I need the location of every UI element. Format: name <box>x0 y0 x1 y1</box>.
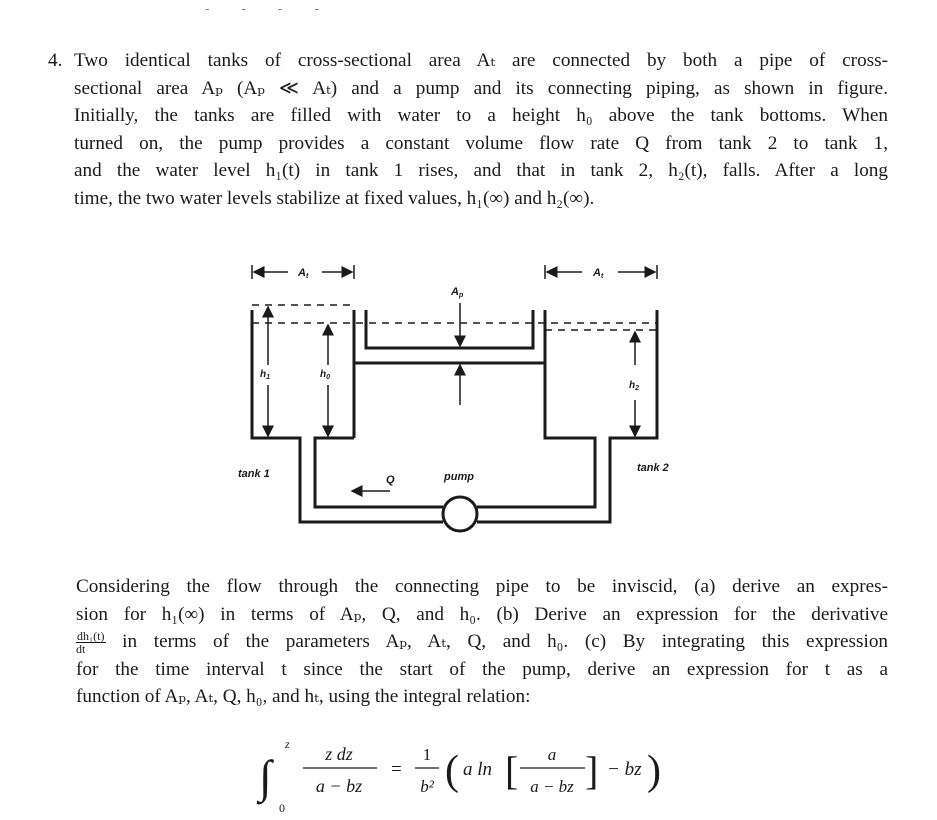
question-line-3: dh₁(t)dt in terms of the parameters Aₚ, … <box>76 629 889 656</box>
problem-line-4: turned on, the pump provides a constant … <box>74 132 888 154</box>
water-levels <box>252 304 657 331</box>
q-label: Q <box>386 474 395 486</box>
coef-denominator: b² <box>420 777 435 796</box>
h1-label: h1 <box>260 369 270 381</box>
left-paren: ( <box>445 748 459 794</box>
h2-label: h2 <box>629 380 639 392</box>
problem-number: 4. <box>48 50 63 71</box>
right-bracket: ] <box>585 748 598 793</box>
problem-line-5: and the water level h₁(t) in tank 1 rise… <box>74 160 888 181</box>
question-line-2: sion for h₁(∞) in terms of Aₚ, Q, and h₀… <box>76 603 888 625</box>
problem-line-3: Initially, the tanks are filled with wat… <box>74 105 888 126</box>
lower-limit: 0 <box>279 801 285 815</box>
integral-equation: ∫ z 0 z dz a − bz = 1 b² ( a ln [ a a − … <box>255 732 685 820</box>
tank-walls <box>250 310 659 524</box>
at-left-label: At <box>297 267 309 280</box>
tank2-label: tank 2 <box>637 462 669 474</box>
header-marks: - - - - <box>205 2 333 17</box>
tank-diagram: At At Ap h1 h0 h2 tank 1 tank 2 Q pump <box>230 255 680 559</box>
h0-label: h0 <box>320 369 330 381</box>
left-bracket: [ <box>505 748 518 793</box>
tank1-label: tank 1 <box>238 468 270 480</box>
ap-label: Ap <box>450 286 464 299</box>
pump-icon <box>441 495 479 533</box>
at-right-label: At <box>592 267 604 280</box>
inner-denominator: a − bz <box>530 777 574 796</box>
problem-line-6: time, the two water levels stabilize at … <box>74 187 595 209</box>
inner-numerator: a <box>548 745 557 764</box>
problem-line-2: sectional area Aₚ (Aₚ ≪ Aₜ) and a pump a… <box>74 77 888 99</box>
question-line-5: function of Aₚ, Aₜ, Q, h₀, and hₜ, using… <box>76 686 531 707</box>
right-paren: ) <box>647 748 661 794</box>
problem-line-1: 4.Two identical tanks of cross-sectional… <box>48 47 888 75</box>
dimension-arrows <box>251 265 658 497</box>
equals-sign: = <box>391 759 402 780</box>
integrand-denominator: a − bz <box>316 776 362 796</box>
integral-sign: ∫ <box>256 751 274 805</box>
derivative-fraction: dh₁(t)dt <box>76 629 106 656</box>
coef-numerator: 1 <box>423 745 432 764</box>
tail-term: − bz <box>607 759 642 780</box>
problem-statement: 4.Two identical tanks of cross-sectional… <box>48 47 888 212</box>
question-text: Considering the flow through the connect… <box>76 573 888 711</box>
integrand-numerator: z dz <box>324 744 353 764</box>
log-term: a ln <box>463 759 492 780</box>
pump-label: pump <box>443 471 474 483</box>
tank-diagram-svg: At At Ap h1 h0 h2 tank 1 tank 2 Q pump <box>238 265 669 533</box>
upper-limit: z <box>284 737 290 751</box>
question-line-1: Considering the flow through the connect… <box>76 576 888 597</box>
question-line-4: for the time interval t since the start … <box>76 658 888 680</box>
integral-equation-svg: ∫ z 0 z dz a − bz = 1 b² ( a ln [ a a − … <box>256 737 661 815</box>
